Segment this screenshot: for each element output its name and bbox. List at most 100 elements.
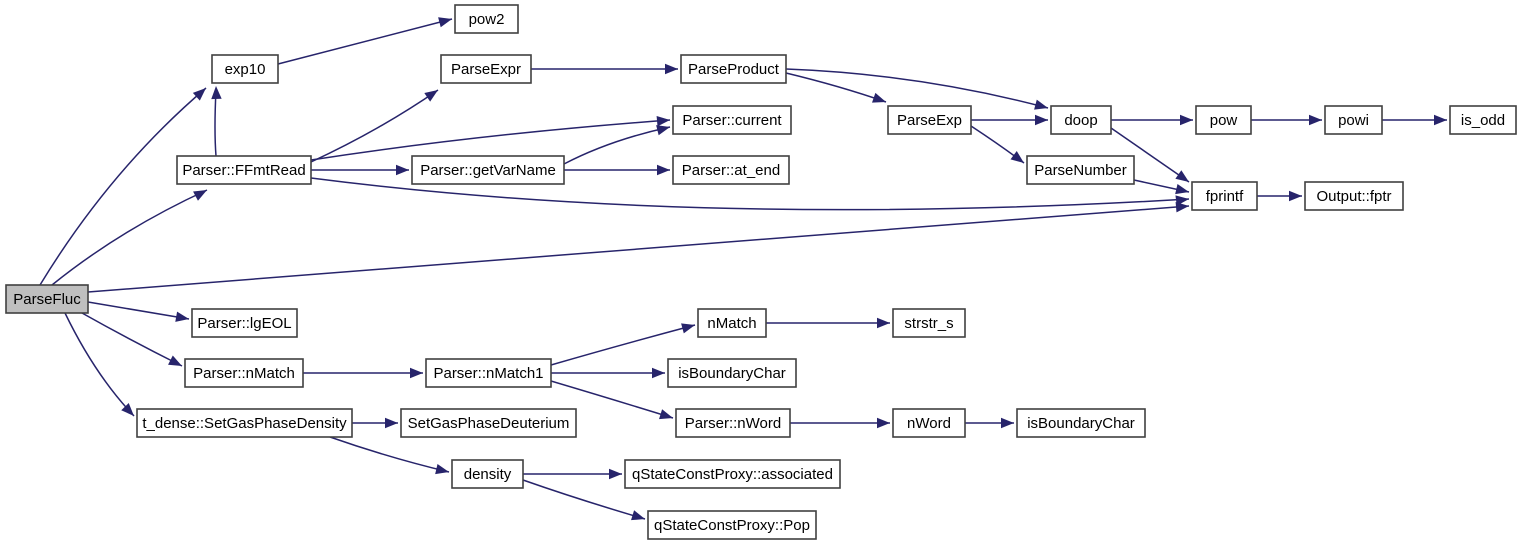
node-ParseExpr[interactable]: ParseExpr: [440, 54, 532, 84]
edge-ParseExp-to-doop: [971, 114, 1048, 126]
node-SetGasPhaseDens[interactable]: t_dense::SetGasPhaseDensity: [136, 408, 353, 438]
arrow-head-icon: [1010, 151, 1024, 163]
arrow-head-icon: [385, 417, 398, 429]
node-strstr_s[interactable]: strstr_s: [892, 308, 966, 338]
edge-ParserNMatch1-to-ParserNWord: [550, 380, 674, 420]
node-box[interactable]: [425, 358, 552, 388]
edge-ParseProduct-to-ParseExp: [785, 72, 887, 103]
arrow-head-icon: [872, 92, 886, 103]
arrow-head-icon: [1035, 114, 1048, 126]
arrow-head-icon: [1309, 114, 1322, 126]
arrow-head-icon: [1175, 201, 1189, 213]
node-pow2[interactable]: pow2: [454, 4, 519, 34]
edge-ParserFFmtRead-to-ParserGetVarName: [311, 164, 409, 176]
arrow-head-icon: [1289, 190, 1302, 202]
edge-ParseFluc-to-ParserNMatch: [81, 312, 183, 367]
edge-ParseProduct-to-doop: [785, 68, 1049, 110]
node-box[interactable]: [624, 459, 841, 489]
arrow-head-icon: [609, 468, 622, 480]
node-box[interactable]: [675, 408, 791, 438]
node-box[interactable]: [411, 155, 565, 185]
node-nWord[interactable]: nWord: [892, 408, 966, 438]
node-box[interactable]: [5, 284, 89, 314]
node-box[interactable]: [1191, 181, 1258, 211]
node-ParserNMatch[interactable]: Parser::nMatch: [184, 358, 304, 388]
node-box[interactable]: [1016, 408, 1146, 438]
node-isBoundaryChar2[interactable]: isBoundaryChar: [1016, 408, 1146, 438]
node-box[interactable]: [1324, 105, 1383, 135]
node-box[interactable]: [176, 155, 312, 185]
edge-doop-to-pow: [1111, 114, 1193, 126]
node-ParserAtEnd[interactable]: Parser::at_end: [672, 155, 790, 185]
arrow-head-icon: [1034, 99, 1048, 110]
node-exp10[interactable]: exp10: [211, 54, 279, 84]
edge-SetGasPhaseDens-to-SetGasPhaseDeut: [352, 417, 398, 429]
node-ParserFFmtRead[interactable]: Parser::FFmtRead: [176, 155, 312, 185]
node-box[interactable]: [1050, 105, 1112, 135]
node-ParseFluc[interactable]: ParseFluc: [5, 284, 89, 314]
node-ParserCurrent[interactable]: Parser::current: [672, 105, 792, 135]
node-box[interactable]: [211, 54, 279, 84]
node-ParserNMatch1[interactable]: Parser::nMatch1: [425, 358, 552, 388]
node-ParserGetVarName[interactable]: Parser::getVarName: [411, 155, 565, 185]
node-ParserLgEOL[interactable]: Parser::lgEOL: [191, 308, 298, 338]
node-box[interactable]: [1026, 155, 1135, 185]
arrow-head-icon: [659, 409, 673, 420]
edge-ParserNMatch1-to-isBoundaryChar1: [551, 367, 665, 379]
node-box[interactable]: [1195, 105, 1252, 135]
edge-ParserNMatch1-to-nMatch: [550, 323, 696, 366]
node-box[interactable]: [136, 408, 353, 438]
node-qStatePop[interactable]: qStateConstProxy::Pop: [647, 510, 817, 540]
node-box[interactable]: [672, 155, 790, 185]
edge-ParserFFmtRead-to-ParseExpr: [310, 89, 439, 163]
node-box[interactable]: [400, 408, 577, 438]
node-box[interactable]: [191, 308, 298, 338]
arrow-head-icon: [681, 323, 695, 334]
node-box[interactable]: [1449, 105, 1517, 135]
arrow-head-icon: [192, 88, 206, 101]
edge-ParserFFmtRead-to-exp10: [211, 86, 222, 157]
node-pow[interactable]: pow: [1195, 105, 1252, 135]
node-is_odd[interactable]: is_odd: [1449, 105, 1517, 135]
node-qStateAssoc[interactable]: qStateConstProxy::associated: [624, 459, 841, 489]
edge-SetGasPhaseDens-to-density: [329, 436, 450, 475]
node-fprintf[interactable]: fprintf: [1191, 181, 1258, 211]
arrow-head-icon: [877, 317, 890, 329]
arrow-head-icon: [1175, 170, 1189, 182]
node-box[interactable]: [1304, 181, 1404, 211]
arrow-head-icon: [1434, 114, 1447, 126]
node-box[interactable]: [454, 4, 519, 34]
node-box[interactable]: [697, 308, 767, 338]
node-box[interactable]: [680, 54, 787, 84]
node-box[interactable]: [892, 308, 966, 338]
edge-density-to-qStateAssoc: [523, 468, 622, 480]
edge-ParserNMatch-to-ParserNMatch1: [303, 367, 423, 379]
edges-layer: [39, 17, 1447, 521]
node-box[interactable]: [647, 510, 817, 540]
node-box[interactable]: [440, 54, 532, 84]
node-OutputFptr[interactable]: Output::fptr: [1304, 181, 1404, 211]
arrow-head-icon: [1175, 184, 1189, 195]
node-SetGasPhaseDeut[interactable]: SetGasPhaseDeuterium: [400, 408, 577, 438]
node-box[interactable]: [667, 358, 797, 388]
node-box[interactable]: [184, 358, 304, 388]
node-ParseProduct[interactable]: ParseProduct: [680, 54, 787, 84]
node-doop[interactable]: doop: [1050, 105, 1112, 135]
node-ParseNumber[interactable]: ParseNumber: [1026, 155, 1135, 185]
edge-ParseFluc-to-fprintf: [87, 201, 1190, 293]
edge-ParseFluc-to-exp10: [39, 87, 207, 286]
node-box[interactable]: [892, 408, 966, 438]
node-box[interactable]: [887, 105, 972, 135]
node-nMatch[interactable]: nMatch: [697, 308, 767, 338]
node-box[interactable]: [672, 105, 792, 135]
node-ParserNWord[interactable]: Parser::nWord: [675, 408, 791, 438]
node-density[interactable]: density: [451, 459, 524, 489]
node-box[interactable]: [451, 459, 524, 489]
node-isBoundaryChar1[interactable]: isBoundaryChar: [667, 358, 797, 388]
node-powi[interactable]: powi: [1324, 105, 1383, 135]
node-ParseExp[interactable]: ParseExp: [887, 105, 972, 135]
arrow-head-icon: [175, 311, 189, 322]
